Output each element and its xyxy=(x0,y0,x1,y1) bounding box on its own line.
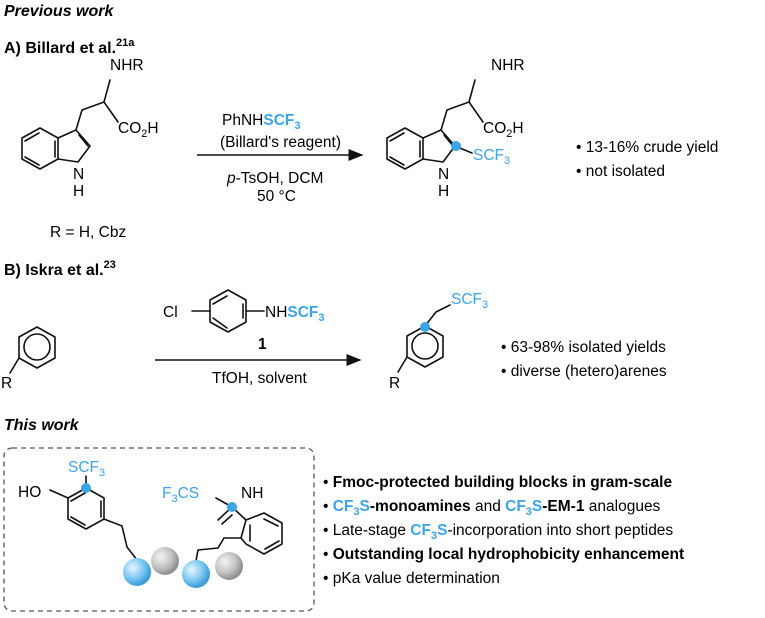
reagent-a: PhNHSCF3 xyxy=(222,112,300,132)
start-nh-label: N xyxy=(73,166,84,183)
peptide-sphere-grey-1 xyxy=(151,547,179,575)
section-a-title: A) Billard et al.21a xyxy=(4,37,135,57)
conditions-a-1: p-TsOH, DCM xyxy=(226,170,323,187)
arene-r-label: R xyxy=(1,375,12,392)
product-b-scf3: SCF3 xyxy=(451,291,488,311)
tryptophan-structure xyxy=(21,79,119,170)
this-work-box xyxy=(3,447,315,612)
peptide-sphere-blue-1 xyxy=(123,558,151,586)
reaction-site-dot-a xyxy=(451,141,461,151)
header-this-work: This work xyxy=(4,417,80,434)
product-nhr-label: NHR xyxy=(491,57,525,74)
section-b-title: B) Iskra et al.23 xyxy=(4,259,116,279)
product-h-label: H xyxy=(438,183,449,200)
reagent-name-a: (Billard's reagent) xyxy=(220,134,341,151)
reagent-1-label: NHSCF3 xyxy=(265,304,325,324)
bullet-b-1: • 63-98% isolated yields xyxy=(501,339,666,356)
tw-bullet-1: • Fmoc-protected building blocks in gram… xyxy=(323,474,672,491)
bullet-a-1: • 13-16% crude yield xyxy=(576,139,718,156)
arene-substrate xyxy=(9,326,56,374)
tyrosine-scf3-label: SCF3 xyxy=(68,459,105,479)
bullet-a-2: • not isolated xyxy=(576,163,665,180)
scf3-tyrosine-structure xyxy=(49,475,138,561)
product-tryptophan-scf3 xyxy=(386,79,484,170)
product-arene-scf3 xyxy=(397,304,451,373)
start-co2h-label: CO2H xyxy=(118,120,159,140)
product-nh-label: N xyxy=(438,166,449,183)
start-h-label: H xyxy=(73,183,84,200)
reagent-1-structure xyxy=(191,289,265,333)
ho-label: HO xyxy=(18,484,41,501)
tryptophan-scf3-dot xyxy=(227,502,237,512)
reaction-site-dot-b xyxy=(420,322,430,332)
peptide-sphere-blue-2 xyxy=(182,560,210,588)
indole-nh-label: NH xyxy=(241,485,263,502)
conditions-a-2: 50 °C xyxy=(257,188,296,205)
conditions-b: TfOH, solvent xyxy=(212,370,307,387)
r-definition: R = H, Cbz xyxy=(50,224,126,241)
tw-bullet-3: • Late-stage CF3S-incorporation into sho… xyxy=(323,522,673,542)
f3cs-label: F3CS xyxy=(162,485,199,505)
reagent-cl-label: Cl xyxy=(163,304,178,321)
bullet-b-2: • diverse (hetero)arenes xyxy=(501,363,667,380)
tyrosine-scf3-dot xyxy=(81,483,91,493)
peptide-sphere-grey-2 xyxy=(215,552,243,580)
product-scf3-label: SCF3 xyxy=(473,147,510,167)
compound-number-1: 1 xyxy=(258,336,267,353)
header-previous-work: Previous work xyxy=(4,3,114,20)
start-nhr-label: NHR xyxy=(110,57,144,74)
tw-bullet-5: • pKa value determination xyxy=(323,570,500,587)
tw-bullet-2: • CF3S-monoamines and CF3S-EM-1 analogue… xyxy=(323,498,661,518)
product-b-r-label: R xyxy=(389,375,400,392)
product-co2h-label: CO2H xyxy=(483,120,524,140)
tw-bullet-4: • Outstanding local hydrophobicity enhan… xyxy=(323,546,684,563)
